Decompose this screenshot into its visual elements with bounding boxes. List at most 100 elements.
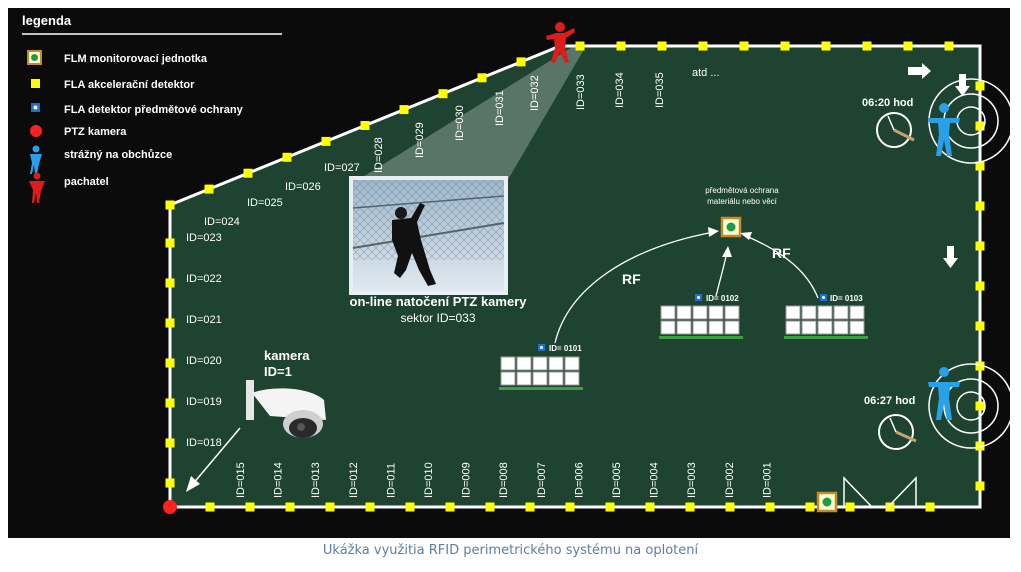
sensor-id-label: ID=033 xyxy=(575,74,587,110)
accelerometer-sensor xyxy=(165,238,175,248)
sensor-id-label: ID=034 xyxy=(614,72,626,108)
legend-label-ptz: PTZ kamera xyxy=(64,126,127,138)
accelerometer-sensor xyxy=(325,502,335,512)
sensor-id-label: ID=012 xyxy=(348,462,360,498)
ptz-camera-icon xyxy=(30,125,42,137)
accelerometer-sensor xyxy=(605,502,615,512)
sensor-id-label: ID=028 xyxy=(373,137,385,173)
rf-label-left: RF xyxy=(622,271,641,287)
sensor-id-label: ID=014 xyxy=(273,462,285,498)
guard-time-first: 06:20 hod xyxy=(862,97,913,109)
legend-label-fla: FLA akcelerační detektor xyxy=(64,79,195,91)
clock-icon-first xyxy=(876,112,915,148)
legend-title: legenda xyxy=(22,13,72,28)
rf-label-right: RF xyxy=(772,245,791,261)
intruder-figure xyxy=(546,22,575,63)
sensor-id-label: ID=003 xyxy=(686,462,698,498)
accelerometer-sensor xyxy=(975,161,985,171)
accelerometer-sensor xyxy=(975,361,985,371)
accelerometer-sensor xyxy=(321,136,331,146)
camera-direction-arrow xyxy=(186,427,241,492)
accelerometer-sensor xyxy=(657,41,667,51)
accelerometer-sensor xyxy=(165,438,175,448)
legend-label-guard: strážný na obchůzce xyxy=(64,149,172,161)
sensor-id-label: ID=005 xyxy=(611,462,623,498)
camera-view-subtitle: sektor ID=033 xyxy=(400,311,475,325)
legend-label-fla-object: FLA detektor předmětové ochrany xyxy=(64,104,244,116)
accelerometer-sensor xyxy=(165,200,175,210)
camera-view-beam xyxy=(353,46,586,183)
accelerometer-sensor xyxy=(445,502,455,512)
legend-label-intruder: pachatel xyxy=(64,176,109,188)
accelerometer-sensor xyxy=(725,502,735,512)
accelerometer-sensor xyxy=(862,41,872,51)
accelerometer-sensor xyxy=(165,398,175,408)
accelerometer-sensor xyxy=(975,401,985,411)
sensor-id-label: ID=023 xyxy=(186,232,222,244)
accelerometer-sensor xyxy=(975,201,985,211)
storage-rack-0102 xyxy=(659,305,743,339)
sensor-id-label: ID=032 xyxy=(529,75,541,111)
device-label-0101: ID= 0101 xyxy=(549,344,582,353)
accelerometer-sensor xyxy=(477,73,487,83)
accelerometer-sensor xyxy=(565,502,575,512)
accelerometer-sensor xyxy=(944,41,954,51)
object-protection-detector-icon xyxy=(31,103,40,112)
accelerometer-sensor xyxy=(975,81,985,91)
sensor-id-label: ID=030 xyxy=(454,105,466,141)
legend-label-flm: FLM monitorovací jednotka xyxy=(64,53,208,65)
accelerometer-sensor xyxy=(821,41,831,51)
accelerometer-sensor xyxy=(204,184,214,194)
sensor-id-label: ID=009 xyxy=(461,462,473,498)
sensor-id-label: ID=002 xyxy=(724,462,736,498)
sensor-id-label: ID=031 xyxy=(494,90,506,126)
fence-line xyxy=(168,44,982,509)
accelerometer-sensor xyxy=(525,502,535,512)
figure-caption: Ukážka využitia RFID perimetrického syst… xyxy=(322,543,699,558)
camera-view-title: on-line natočení PTZ kamery xyxy=(350,294,528,309)
accelerometer-sensor xyxy=(975,321,985,331)
accelerometer-sensor xyxy=(165,278,175,288)
accelerometer-sensor xyxy=(975,241,985,251)
camera-label-line2: ID=1 xyxy=(264,364,292,379)
patrol-arrows xyxy=(908,63,970,268)
guard-detection-rings-bottom xyxy=(928,363,1010,449)
accelerometer-sensor xyxy=(165,358,175,368)
sensor-id-label: ID=011 xyxy=(385,463,397,498)
clock-icon-second xyxy=(878,414,917,450)
storage-rack-0101 xyxy=(499,356,583,390)
accelerometer-sensor xyxy=(616,41,626,51)
climbing-intruder-photo xyxy=(392,203,436,286)
accelerometer-sensor xyxy=(485,502,495,512)
accelerometer-sensor xyxy=(245,502,255,512)
accelerometer-sensor xyxy=(165,478,175,488)
ptz-camera-marker xyxy=(163,500,177,514)
accelerometer-sensor xyxy=(698,41,708,51)
sensor-id-label: ID=010 xyxy=(423,462,435,498)
flm-monitoring-unit-gate xyxy=(816,491,838,513)
guard-time-second: 06:27 hod xyxy=(864,395,915,407)
accelerometer-sensor xyxy=(885,502,895,512)
accelerometer-sensor xyxy=(925,502,935,512)
accelerometer-sensor xyxy=(365,502,375,512)
sensor-id-label: ID=001 xyxy=(761,462,773,498)
accelerometer-sensor xyxy=(780,41,790,51)
accelerometer-sensor xyxy=(360,121,370,130)
sensor-id-label: ID=006 xyxy=(573,462,585,498)
accelerometer-detector-icon xyxy=(31,79,40,88)
sensor-id-label: ID=027 xyxy=(324,162,360,174)
sensor-id-label: ID=007 xyxy=(536,462,548,498)
gate xyxy=(843,476,917,508)
accelerometer-sensor xyxy=(975,481,985,491)
perimeter-area xyxy=(170,46,980,507)
accelerometer-sensor xyxy=(405,502,415,512)
sensor-id-label: ID=026 xyxy=(285,181,321,193)
protected-objects xyxy=(499,305,868,390)
sensor-id-label: ID=029 xyxy=(414,122,426,158)
sensor-id-label: ID=025 xyxy=(247,197,283,209)
